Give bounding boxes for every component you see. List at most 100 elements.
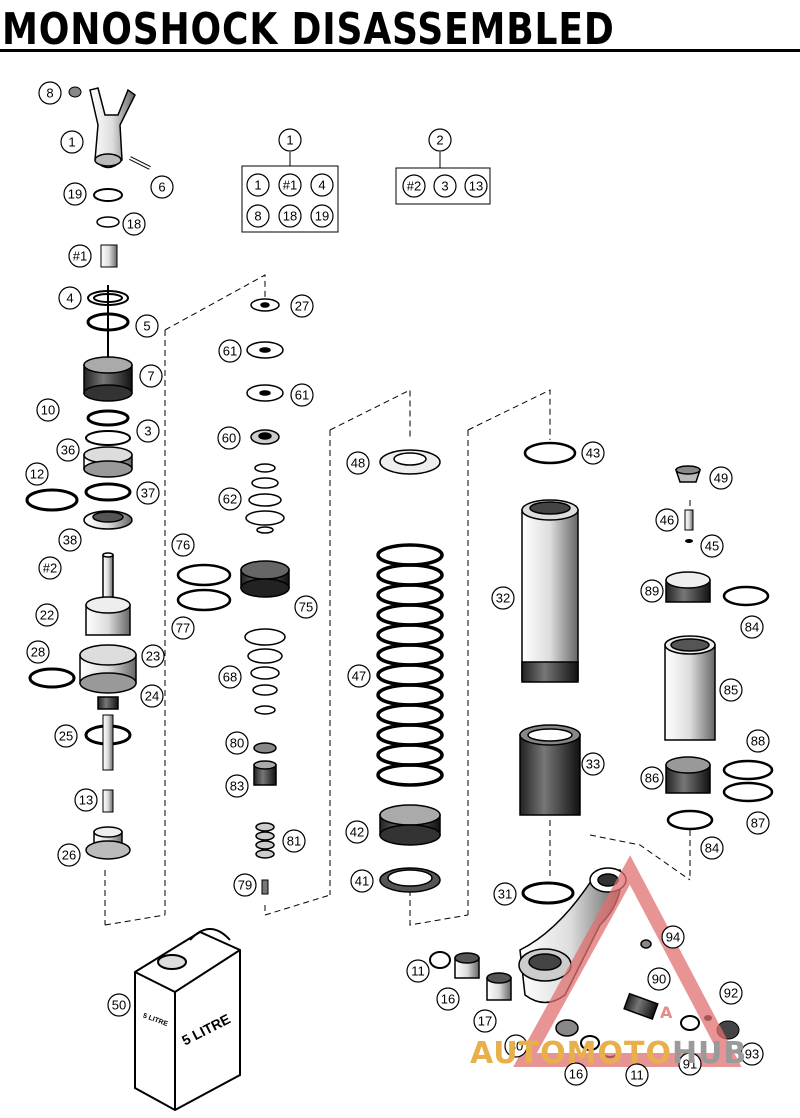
part-10-oring	[86, 409, 130, 427]
callout-6-label: 6	[158, 180, 165, 195]
callout-75-label: 75	[299, 600, 313, 615]
part-81-spring-washers	[255, 822, 275, 859]
callout-85-label: 85	[724, 683, 738, 698]
callout-45: 45	[700, 534, 724, 558]
callout-45-label: 45	[705, 539, 719, 554]
part-bearings-bottom	[555, 1019, 620, 1058]
kit-1-number: 1	[278, 128, 302, 152]
part-13-screw	[102, 789, 114, 813]
part-48-spring-retainer	[379, 449, 441, 475]
kit-1-item-label: 8	[254, 209, 261, 224]
kit-1-item: 4	[310, 173, 334, 197]
part-32-shock-body	[521, 499, 579, 683]
callout-80: 80	[225, 731, 249, 755]
part-76-77-rings	[176, 563, 232, 612]
part-83-nut	[253, 760, 277, 786]
callout-46-label: 46	[660, 513, 674, 528]
callout-60: 60	[217, 426, 241, 450]
part-7-adjuster	[83, 356, 133, 402]
callout-5-label: 5	[143, 319, 150, 334]
part-12-circlip	[25, 488, 79, 512]
callout-42-label: 42	[350, 825, 364, 840]
callout-85: 85	[719, 678, 743, 702]
callout-49: 49	[709, 466, 733, 490]
callout-84: 84	[700, 836, 724, 860]
part-22-rod-end	[85, 596, 131, 636]
callout-41-label: 41	[355, 874, 369, 889]
callout-75: 75	[294, 595, 318, 619]
part-24-collar	[97, 696, 119, 710]
callout-62-label: 62	[223, 492, 237, 507]
callout-18-label: 18	[127, 217, 141, 232]
callout-31-label: 31	[498, 887, 512, 902]
callout-88-label: 88	[751, 734, 765, 749]
watermark-suffix: HUB	[671, 1036, 748, 1071]
callout-kit2-label: #2	[43, 561, 57, 576]
callout-91-label: 91	[683, 1057, 697, 1072]
callout-84-label: 84	[705, 841, 719, 856]
callout-16-label: 16	[441, 992, 455, 1007]
part-85-reservoir	[664, 635, 716, 741]
kit-1-item-label: 19	[315, 209, 329, 224]
part-28-oring	[28, 667, 76, 689]
callout-49-label: 49	[714, 471, 728, 486]
callout-46: 46	[655, 508, 679, 532]
title-underline	[0, 49, 800, 52]
callout-47-label: 47	[352, 669, 366, 684]
callout-68: 68	[218, 665, 242, 689]
shim-stack	[245, 298, 285, 534]
part-36-seal-head	[83, 446, 133, 478]
callout-42: 42	[345, 820, 369, 844]
kit-2-item: #2	[402, 174, 426, 198]
kit-2-number: 2	[428, 128, 452, 152]
callout-48: 48	[346, 451, 370, 475]
callout-61-label: 61	[295, 388, 309, 403]
part-80-washer	[253, 742, 277, 754]
part-bearings-left	[429, 951, 512, 1001]
callout-3-label: 3	[144, 424, 151, 439]
kit-1-item-label: 4	[318, 178, 325, 193]
part-linkage-arm	[518, 867, 627, 1004]
callout-12-label: 12	[30, 467, 44, 482]
callout-6: 6	[150, 175, 174, 199]
callout-50-label: 50	[112, 998, 126, 1013]
kit-1-item: #1	[278, 173, 302, 197]
callout-86-label: 86	[645, 771, 659, 786]
callout-36: 36	[56, 438, 80, 462]
part-26-cap	[85, 826, 131, 860]
callout-89-label: 89	[645, 584, 659, 599]
callout-13-label: 13	[79, 793, 93, 808]
callout-17-label: 17	[478, 1014, 492, 1029]
callout-93-label: 93	[745, 1047, 759, 1062]
callout-50: 50	[107, 993, 131, 1017]
callout-76-label: 76	[176, 538, 190, 553]
watermark-middle: MOTO	[566, 1036, 672, 1071]
callout-87-label: 87	[751, 816, 765, 831]
callout-43-label: 43	[586, 446, 600, 461]
part-23-bottom-cup	[79, 644, 137, 694]
callout-18: 18	[122, 212, 146, 236]
callout-19-label: 19	[68, 187, 82, 202]
callout-1-label: 1	[68, 135, 75, 150]
callout-76: 76	[171, 533, 195, 557]
callout-84-label: 84	[745, 620, 759, 635]
part-86-piston	[665, 756, 711, 794]
part-84-oring-bottom	[666, 809, 714, 831]
callout-37-label: 37	[141, 486, 155, 501]
callout-41: 41	[350, 869, 374, 893]
callout-77: 77	[171, 616, 195, 640]
callout-13: 13	[74, 788, 98, 812]
part-33-sleeve	[519, 724, 581, 816]
callout-30: 30	[504, 1034, 528, 1058]
kit-box-1	[241, 152, 339, 233]
callout-kit2: #2	[38, 556, 62, 580]
part-19-ring	[93, 188, 123, 202]
callout-kit1-label: #1	[73, 249, 87, 264]
callout-90: 90	[647, 967, 671, 991]
part-88-87-rings	[722, 759, 774, 803]
callout-16-label: 16	[569, 1067, 583, 1082]
callout-16: 16	[564, 1062, 588, 1086]
kit-1-item-label: 1	[254, 178, 261, 193]
